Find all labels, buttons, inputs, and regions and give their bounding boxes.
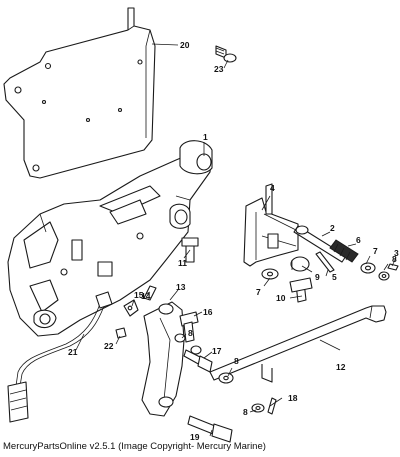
part-7-washer-b[interactable] xyxy=(360,262,376,274)
copyright-footer: MercuryPartsOnline v2.5.1 (Image Copyrig… xyxy=(3,441,266,452)
callout-9: 9 xyxy=(315,272,320,282)
callout-6: 6 xyxy=(356,235,361,245)
part-4-bracket[interactable] xyxy=(243,183,299,267)
part-5-cotter-pin[interactable] xyxy=(315,251,335,273)
part-23-screw[interactable] xyxy=(215,45,237,63)
part-6-washer[interactable] xyxy=(174,333,186,343)
callout-15: 15 xyxy=(134,290,144,300)
part-6-spring[interactable] xyxy=(329,239,359,263)
callout-3: 3 xyxy=(394,248,399,258)
part-18-cotter-pin[interactable] xyxy=(267,397,277,415)
callout-4: 4 xyxy=(270,183,275,193)
part-22-small-bolt[interactable] xyxy=(115,327,127,339)
part-2-shaft[interactable] xyxy=(293,225,347,263)
part-11-bolt[interactable] xyxy=(181,237,199,263)
callout-13: 13 xyxy=(176,282,186,292)
part-1-lever-housing[interactable] xyxy=(7,140,213,337)
callout-21: 21 xyxy=(68,347,78,357)
part-12-long-rod[interactable] xyxy=(209,305,387,383)
callout-labels: 20 23 1 4 2 6 7 8 3 5 9 7 10 11 12 13 14… xyxy=(68,40,399,442)
part-10-bolt[interactable] xyxy=(289,277,313,303)
part-16-bolt[interactable] xyxy=(179,311,199,343)
callout-6b: 8 xyxy=(188,328,193,338)
part-7-washer-a[interactable] xyxy=(261,268,279,280)
callout-14: 14 xyxy=(141,291,151,301)
part-8-washer-b[interactable] xyxy=(218,372,234,384)
part-13-lever-arm[interactable] xyxy=(141,301,185,417)
callout-18: 18 xyxy=(288,393,298,403)
part-8-washer-a[interactable] xyxy=(378,271,390,281)
callout-7a: 7 xyxy=(256,287,261,297)
part-17-bolt[interactable] xyxy=(183,349,213,373)
callout-5: 5 xyxy=(332,272,337,282)
callout-16: 16 xyxy=(203,307,213,317)
callout-23: 23 xyxy=(214,64,224,74)
callout-19: 19 xyxy=(190,432,200,442)
part-15-clip[interactable] xyxy=(123,299,139,317)
leader-lines xyxy=(75,43,397,437)
callout-20: 20 xyxy=(180,40,190,50)
callout-8a: 8 xyxy=(392,254,397,264)
callout-12: 12 xyxy=(336,362,346,372)
callout-1: 1 xyxy=(203,132,208,142)
part-3-pin[interactable] xyxy=(387,263,399,271)
callout-17: 17 xyxy=(212,346,222,356)
part-20-mounting-bracket[interactable] xyxy=(3,7,156,179)
part-21-wiring-harness[interactable] xyxy=(7,291,113,423)
callout-7b: 7 xyxy=(373,246,378,256)
callout-10: 10 xyxy=(276,293,286,303)
callout-2: 2 xyxy=(330,223,335,233)
callout-22: 22 xyxy=(104,341,114,351)
callout-11: 11 xyxy=(178,258,187,268)
callout-8c: 8 xyxy=(243,407,248,417)
part-8-washer-d[interactable] xyxy=(190,345,202,355)
callout-8b: 8 xyxy=(234,356,239,366)
